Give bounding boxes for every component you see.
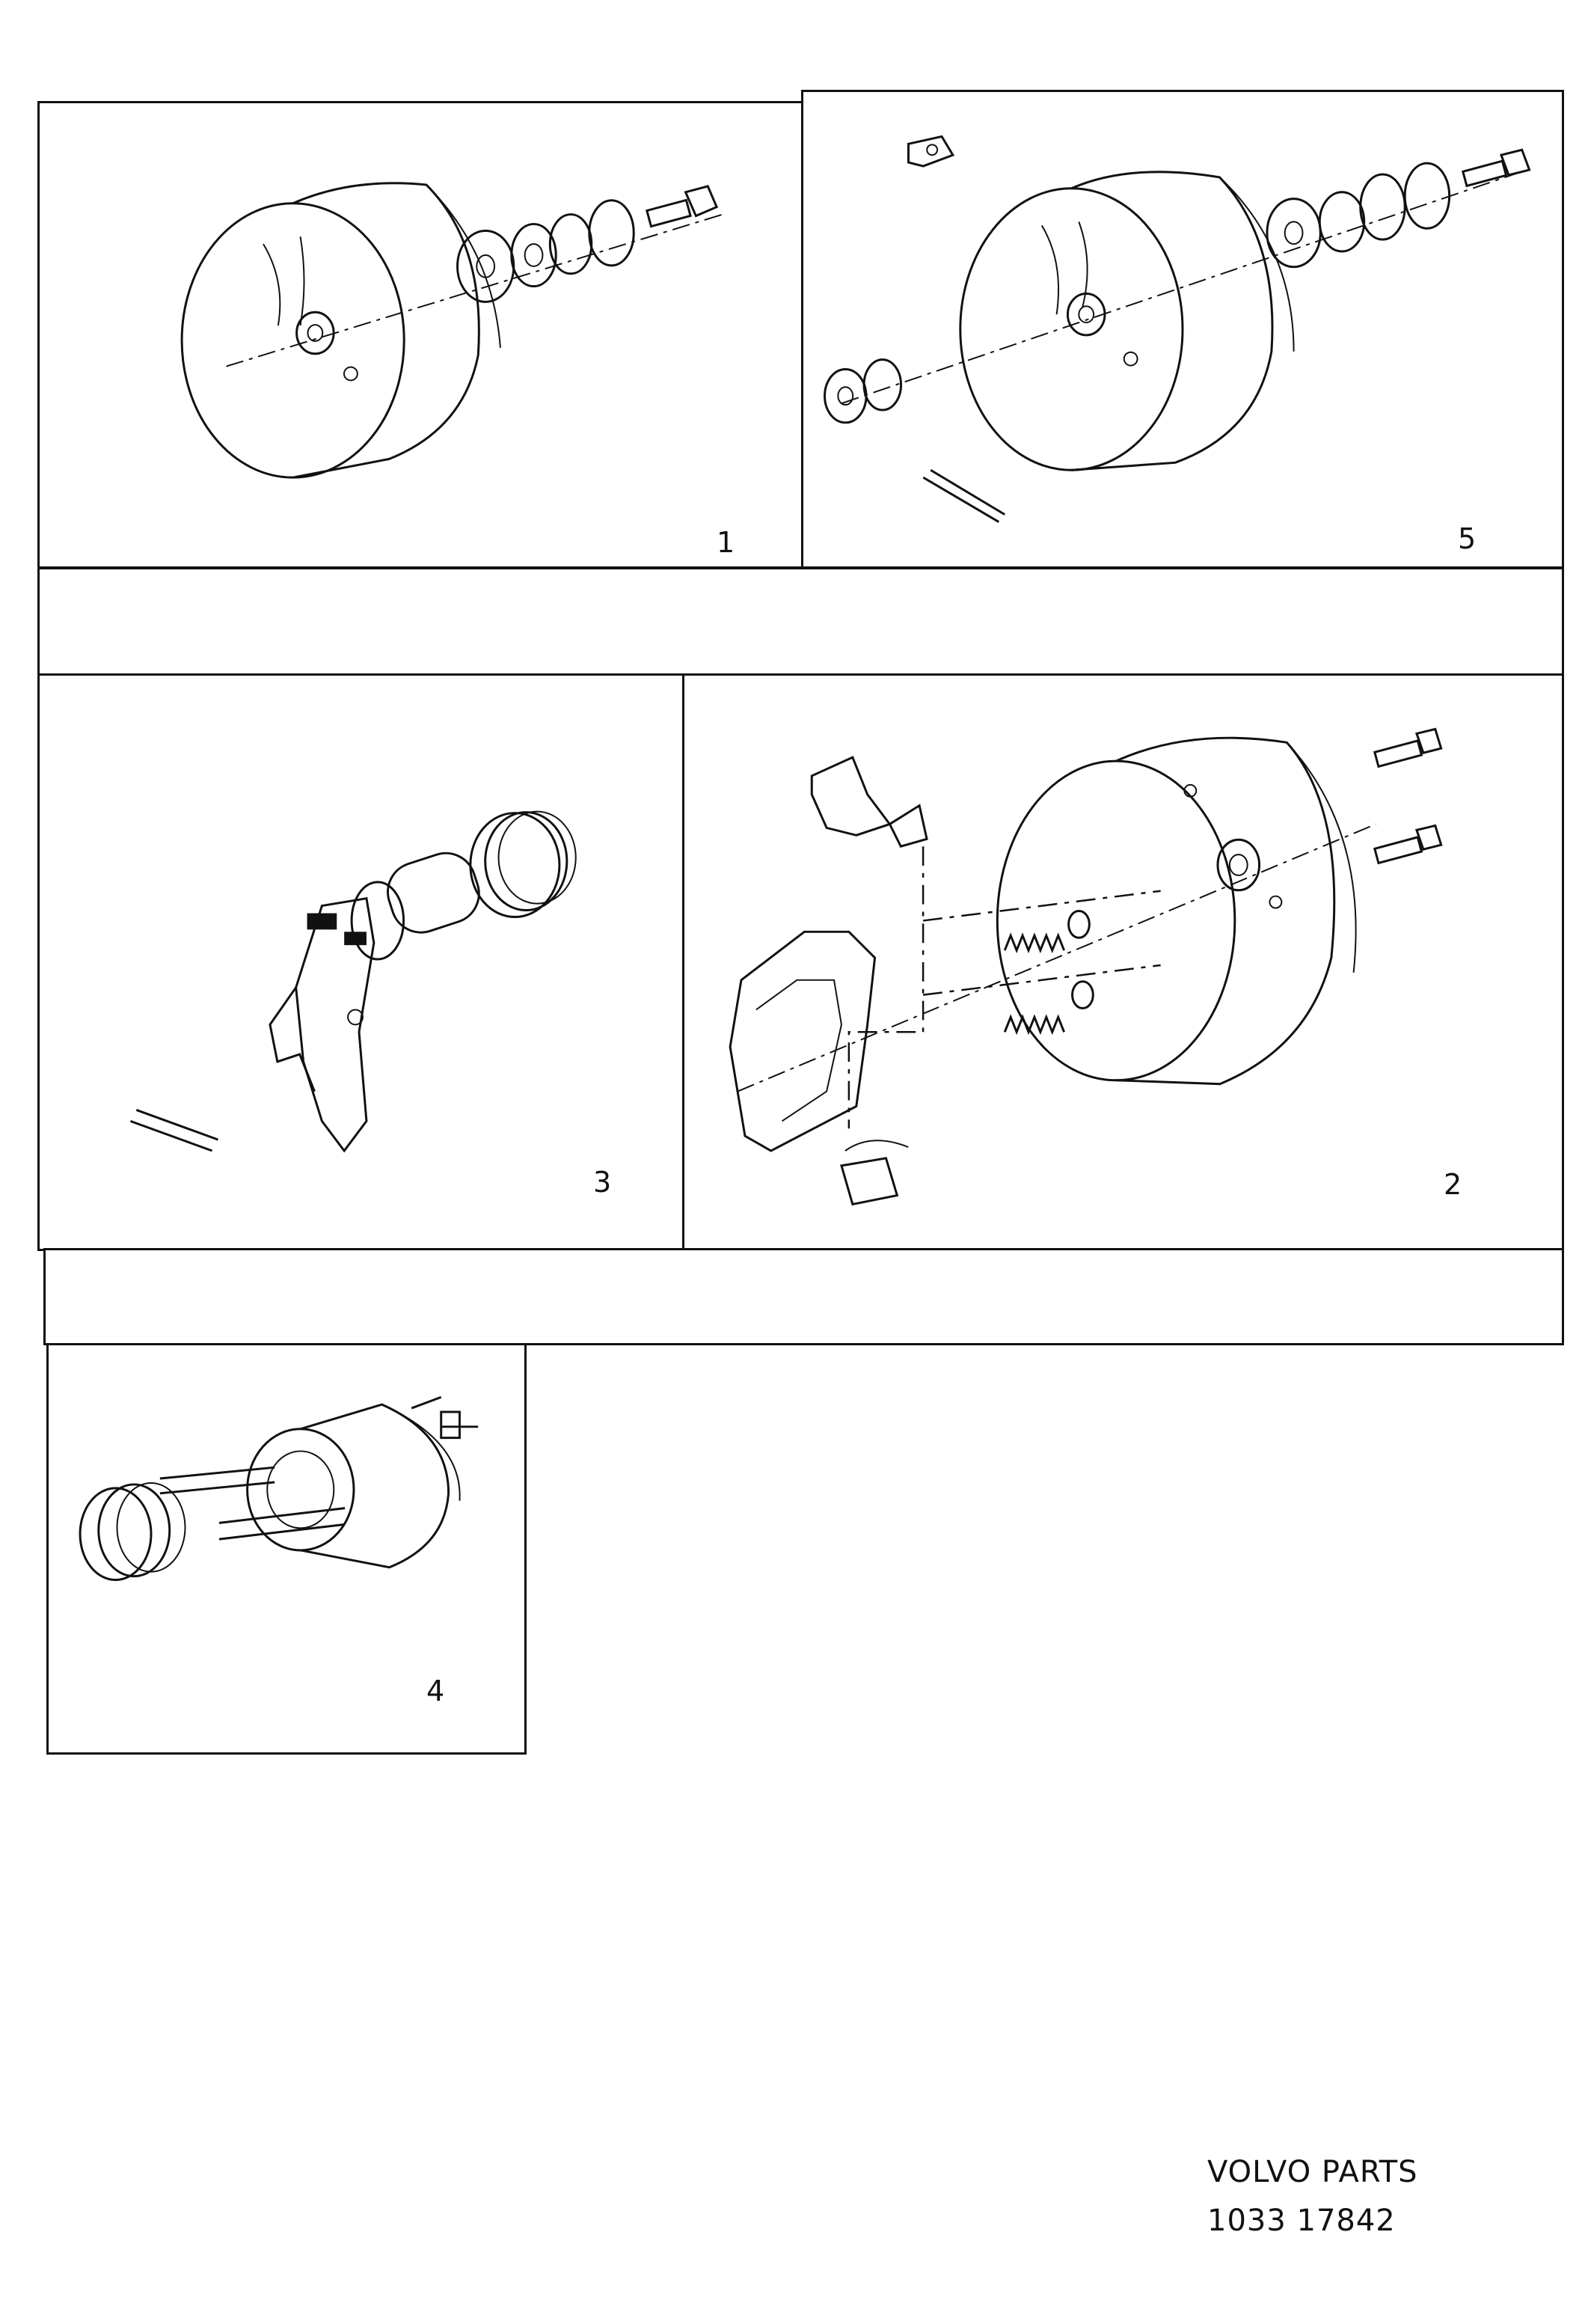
blank-row-1 (37, 567, 1564, 676)
panel-2-number: 2 (1444, 1168, 1462, 1201)
footer-reference-number: 1033 17842 (1207, 2204, 1396, 2238)
brush-holder-assembly-drawing (729, 727, 1443, 1206)
engagement-lever-drawing (129, 810, 577, 1153)
panel-2: 2 (682, 673, 1564, 1251)
panel-1-number: 1 (717, 526, 735, 559)
panel-5: 5 (801, 90, 1564, 569)
footer-brand: VOLVO PARTS (1207, 2155, 1418, 2189)
blank-row-2 (43, 1248, 1564, 1345)
panel-1: 1 (37, 101, 803, 569)
panel-4-number: 4 (426, 1675, 445, 1707)
solenoid-switch-drawing (79, 1395, 479, 1582)
panel-5-number: 5 (1458, 522, 1477, 555)
end-cover-with-washers-drawing (180, 182, 723, 479)
panel-3: 3 (37, 673, 685, 1251)
panel-3-number: 3 (593, 1166, 612, 1199)
end-cover-with-shims-and-pin-drawing (824, 135, 1531, 523)
panel-4: 4 (46, 1343, 527, 1755)
